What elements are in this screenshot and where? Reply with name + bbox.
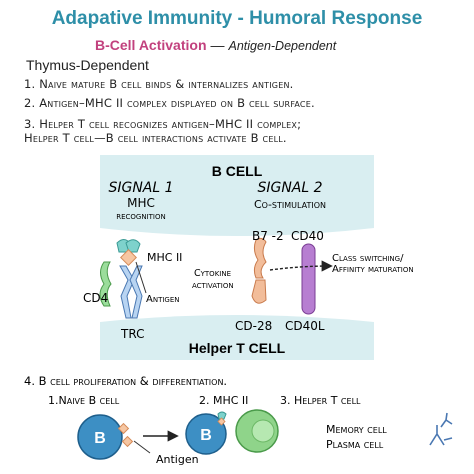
affinity-maturation-label: Affinity maturation	[332, 264, 414, 275]
mhc-small-icon	[217, 411, 227, 426]
signal-1-mhc: MHC	[127, 196, 155, 210]
step-1: 1. Naive mature B cell binds & internali…	[24, 77, 294, 91]
trc-label: TRC	[120, 327, 144, 341]
antigen-icon	[120, 249, 137, 266]
subtitle-dash: —	[210, 37, 225, 53]
signal-1-title: SIGNAL 1	[108, 180, 173, 196]
b-cell-membrane	[100, 155, 374, 236]
antigen-pointer	[135, 261, 147, 294]
subtitle-main: B-Cell Activation	[95, 37, 207, 53]
page-title: Adapative Immunity - Humoral Response	[51, 8, 423, 29]
memory-cell-label: Memory cell	[326, 423, 387, 436]
b7-2-icon	[253, 237, 267, 279]
antigen-small-pointer	[133, 440, 151, 454]
cd40-label: CD40	[291, 229, 324, 243]
helper-t-cell-nucleus	[251, 419, 275, 443]
class-switching-label: Class switching/	[332, 253, 404, 264]
activated-b-cell	[185, 413, 227, 455]
step-4: 4. B cell proliferation & differentiatio…	[24, 374, 227, 388]
step-2: 2. Antigen–MHC II complex displayed on B…	[24, 96, 315, 110]
cd4-icon	[99, 261, 112, 307]
cytokine-activation-label: activation	[192, 280, 234, 291]
subtitle-dependency: Antigen-Dependent	[228, 39, 337, 53]
mhc-ii-icon	[116, 239, 141, 253]
antigen-small-label: Antigen	[156, 453, 199, 466]
cd40l-label: CD40L	[285, 319, 325, 333]
b-cell-label: B CELL	[212, 163, 263, 179]
stage-2-label: 2. MHC II	[199, 394, 248, 407]
signal-arrow	[269, 260, 333, 272]
cd28-icon	[251, 279, 267, 304]
step-3: 3. Helper T cell recognizes antigen–MHC …	[24, 117, 302, 131]
signal-2-costimulation: Co-stimulation	[254, 198, 326, 211]
cd40l-icon	[301, 243, 316, 315]
antigen-small-icon	[117, 422, 134, 448]
t-cell-membrane	[100, 315, 374, 360]
b7-2-label: B7 -2	[252, 229, 284, 243]
cytokine-label: Cytokine	[194, 268, 231, 279]
signal-1-recognition: recognition	[116, 211, 166, 222]
naive-b-cell-letter: B	[94, 430, 106, 447]
subtitle: B-Cell Activation—Antigen-Dependent	[95, 37, 336, 53]
cd4-label: CD4	[83, 291, 108, 305]
signal-2-title: SIGNAL 2	[257, 180, 322, 196]
antibody-icon	[429, 412, 453, 446]
activated-b-cell-letter: B	[200, 427, 212, 444]
plasma-cell-label: Plasma cell	[326, 438, 384, 451]
stage-1-label: 1.Naive B cell	[48, 394, 120, 407]
cd28-label: CD-28	[235, 319, 272, 333]
stage-3-label: 3. Helper T cell	[280, 394, 361, 407]
tcr-icon	[119, 265, 143, 319]
section-heading: Thymus-Dependent	[26, 57, 149, 73]
t-cell-label: Helper T CELL	[189, 340, 286, 356]
mhc-ii-label: MHC II	[147, 251, 182, 264]
naive-b-cell	[77, 414, 123, 460]
step-3-continued: Helper T cell—B cell interactions activa…	[24, 131, 287, 145]
antigen-label: Antigen	[146, 294, 180, 305]
